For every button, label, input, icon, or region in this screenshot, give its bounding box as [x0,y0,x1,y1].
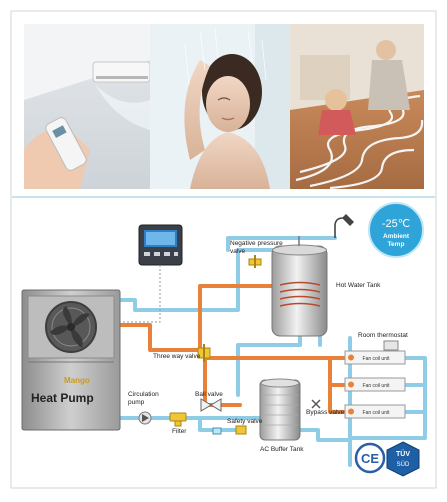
shower-head-icon [334,214,354,238]
negative-pressure-valve [248,255,262,268]
hot-water-tank-label: Hot Water Tank [336,282,381,289]
ac-buffer-tank [259,378,301,441]
fan-coil-unit-1: Fan coil unit [344,350,406,365]
fan-coil-units: Fan coil unit Fan coil unit Fan coil uni… [344,350,406,419]
brand-logo: Mango [64,376,90,385]
safety-valve-label: Safety valve [227,418,263,425]
ambient-label: Ambient [383,233,410,240]
safety-valve [212,425,247,435]
heat-pump-unit: Mango Heat Pump [21,289,121,431]
filter-label: Filter [172,428,187,435]
ambient-temp-value: -25℃ [382,218,410,230]
room-thermostat [383,340,399,351]
three-way-valve [197,344,211,362]
fan-coil-label-3: Fan coil unit [363,410,391,416]
ambient-temp-badge: -25℃ Ambient Temp [368,202,424,258]
circulation-label: Circulation [128,391,159,398]
temp-label: Temp [388,241,405,248]
photo-ac-remote [24,24,151,189]
room-thermostat-label: Room thermostat [358,332,408,339]
heat-pump-label: Heat Pump [31,391,94,405]
hot-water-tank [271,236,328,337]
circulation-pump [138,411,152,425]
three-way-valve-label: Three way valve [153,353,201,360]
negative-pressure-label: Negative pressure [230,240,283,247]
bypass-valve-label: Bypass valve [306,409,345,416]
controller-panel [120,224,183,323]
sud-mark-text: SÜD [397,461,410,468]
photo-shower [150,24,290,189]
bypass-valve [311,399,321,409]
fan-coil-label-2: Fan coil unit [363,383,391,389]
tuv-mark-icon: TÜV SÜD [386,441,420,477]
photo-floor-heating [290,24,424,190]
fan-coil-label-1: Fan coil unit [363,356,391,362]
ball-valve [200,398,222,412]
negative-pressure-valve-label: valve [230,248,246,255]
tuv-mark-text: TÜV [396,449,410,458]
ce-mark-text: CE [361,451,379,466]
filter [169,412,187,427]
fan-coil-unit-2: Fan coil unit [344,377,406,392]
fan-coil-unit-3: Fan coil unit [344,404,406,419]
ac-buffer-tank-label: AC Buffer Tank [260,446,304,453]
pump-label: pump [128,399,145,406]
ce-mark-icon: CE [354,442,386,474]
ball-valve-label: Ball valve [195,391,223,398]
